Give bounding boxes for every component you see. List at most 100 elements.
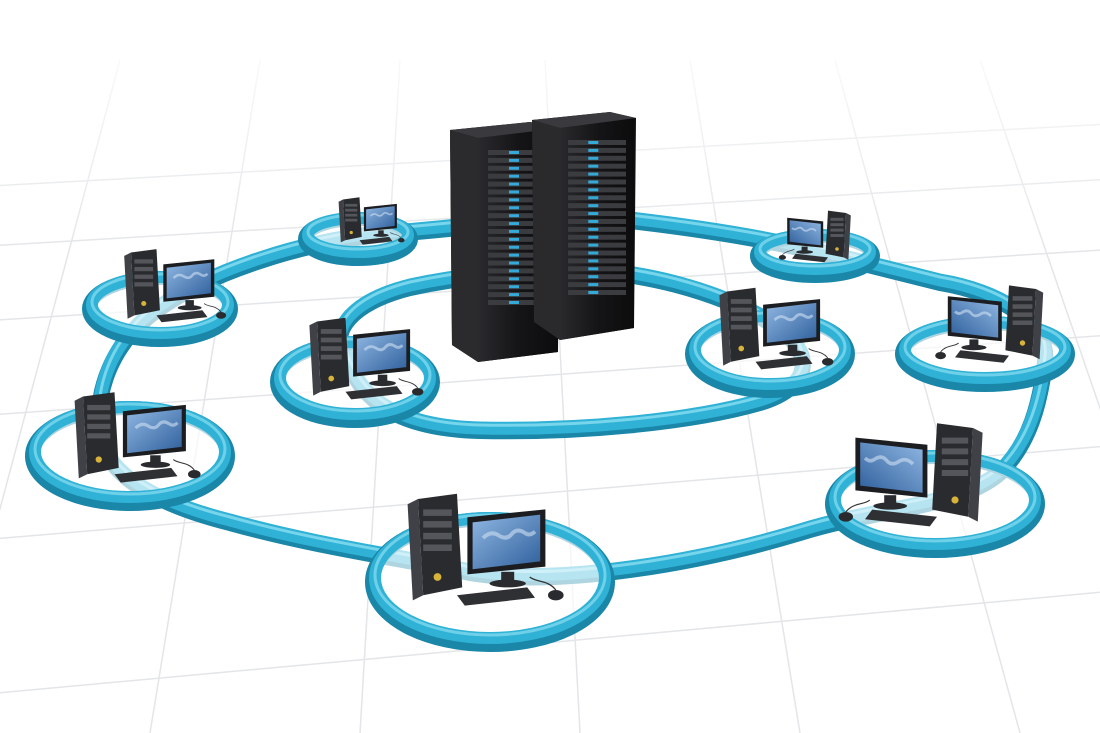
mouse: [778, 255, 786, 260]
screen-world-map: [481, 528, 537, 540]
monitor-stand: [150, 455, 161, 464]
pc-power-button: [835, 247, 839, 251]
pc-drive-slot: [134, 282, 154, 287]
mouse-cable: [782, 248, 795, 256]
monitor-screen: [356, 332, 407, 373]
monitor-screen: [127, 409, 182, 454]
server-led: [588, 283, 599, 287]
keyboard: [955, 350, 1009, 363]
pc-power-button: [95, 456, 102, 463]
server-led: [588, 188, 599, 192]
server-led: [588, 275, 599, 279]
node-pad-highlight: [833, 451, 1037, 543]
pc-drive-slot: [941, 470, 969, 476]
pc-tower: [131, 249, 160, 316]
mouse: [838, 512, 853, 522]
workstation: [838, 423, 983, 527]
keyboard: [792, 253, 828, 263]
workstation: [935, 285, 1044, 363]
workstation: [719, 287, 834, 370]
mouse-cable: [845, 499, 871, 513]
pc-tower-side: [968, 428, 983, 522]
node-pad-highlight: [33, 402, 227, 496]
screen-world-map: [172, 271, 209, 280]
mouse: [822, 358, 834, 366]
pc-drive-slot: [830, 228, 844, 232]
server-led: [588, 164, 599, 168]
workstation: [407, 493, 564, 606]
pc-drive-slot: [423, 521, 452, 528]
pc-drive-slot: [423, 544, 452, 551]
keyboard: [457, 587, 535, 606]
monitor-stand: [501, 571, 515, 583]
pc-drive-slot: [134, 266, 154, 272]
screen-world-map: [791, 226, 817, 232]
pc-power-button: [433, 573, 442, 581]
server-led: [509, 158, 519, 162]
server-led: [588, 227, 599, 231]
mouse: [398, 238, 405, 243]
server-led: [509, 245, 519, 249]
pc-power-button: [951, 496, 959, 504]
keyboard: [865, 509, 937, 527]
pc-drive-slot: [423, 509, 452, 516]
pc-tower: [317, 317, 350, 392]
server-led: [588, 172, 599, 176]
screen-world-map: [863, 455, 915, 466]
node-pad-highlight: [90, 272, 230, 332]
monitor-screen: [166, 262, 211, 299]
server-led: [588, 243, 599, 247]
pc-tower-side: [843, 213, 851, 260]
server-led: [509, 206, 519, 210]
monitor-screen: [766, 302, 817, 343]
pc-drive-slot: [941, 459, 969, 466]
monitor-stand: [969, 339, 979, 347]
mouse-cable: [390, 232, 402, 239]
server-led: [509, 190, 519, 194]
monitor-base: [961, 344, 987, 351]
monitor-stand: [787, 344, 798, 353]
monitor-base: [489, 579, 526, 588]
monitor-stand: [185, 300, 194, 307]
screen-world-map: [369, 212, 394, 217]
server-led: [588, 259, 599, 263]
monitor-screen: [789, 220, 821, 246]
server-led: [509, 198, 519, 202]
pc-drive-slot: [345, 218, 358, 222]
mouse-cable: [529, 576, 557, 591]
server-led: [588, 180, 599, 184]
pc-drive-slot: [87, 433, 111, 439]
server-led: [588, 235, 599, 239]
keyboard: [345, 386, 403, 400]
server-led: [509, 301, 519, 304]
monitor-screen: [472, 514, 541, 570]
workstation: [309, 317, 424, 400]
server-led: [509, 285, 519, 289]
screen-world-map: [954, 309, 992, 318]
pc-drive-slot: [87, 423, 111, 430]
server-led: [509, 229, 519, 233]
monitor-stand: [801, 246, 808, 252]
workstation: [338, 197, 405, 245]
server-led: [509, 166, 519, 170]
server-led: [509, 222, 519, 226]
server-led: [588, 141, 599, 144]
workstation: [74, 392, 201, 483]
pc-power-button: [141, 300, 147, 307]
pc-drive-slot: [941, 437, 969, 444]
workstations: [74, 197, 1044, 606]
pc-drive-slot: [320, 346, 342, 351]
pc-tower: [727, 287, 760, 362]
mouse: [216, 312, 227, 319]
pc-drive-slot: [830, 217, 844, 221]
server-racks: [450, 112, 636, 362]
pc-power-button: [328, 375, 335, 382]
monitor-base: [779, 350, 806, 357]
server-led: [588, 148, 599, 152]
monitor-base: [373, 233, 389, 237]
server-led: [509, 214, 519, 218]
pc-drive-slot: [1012, 296, 1033, 301]
server-led: [509, 269, 519, 273]
mouse-cable: [940, 342, 959, 353]
server-led: [509, 277, 519, 281]
